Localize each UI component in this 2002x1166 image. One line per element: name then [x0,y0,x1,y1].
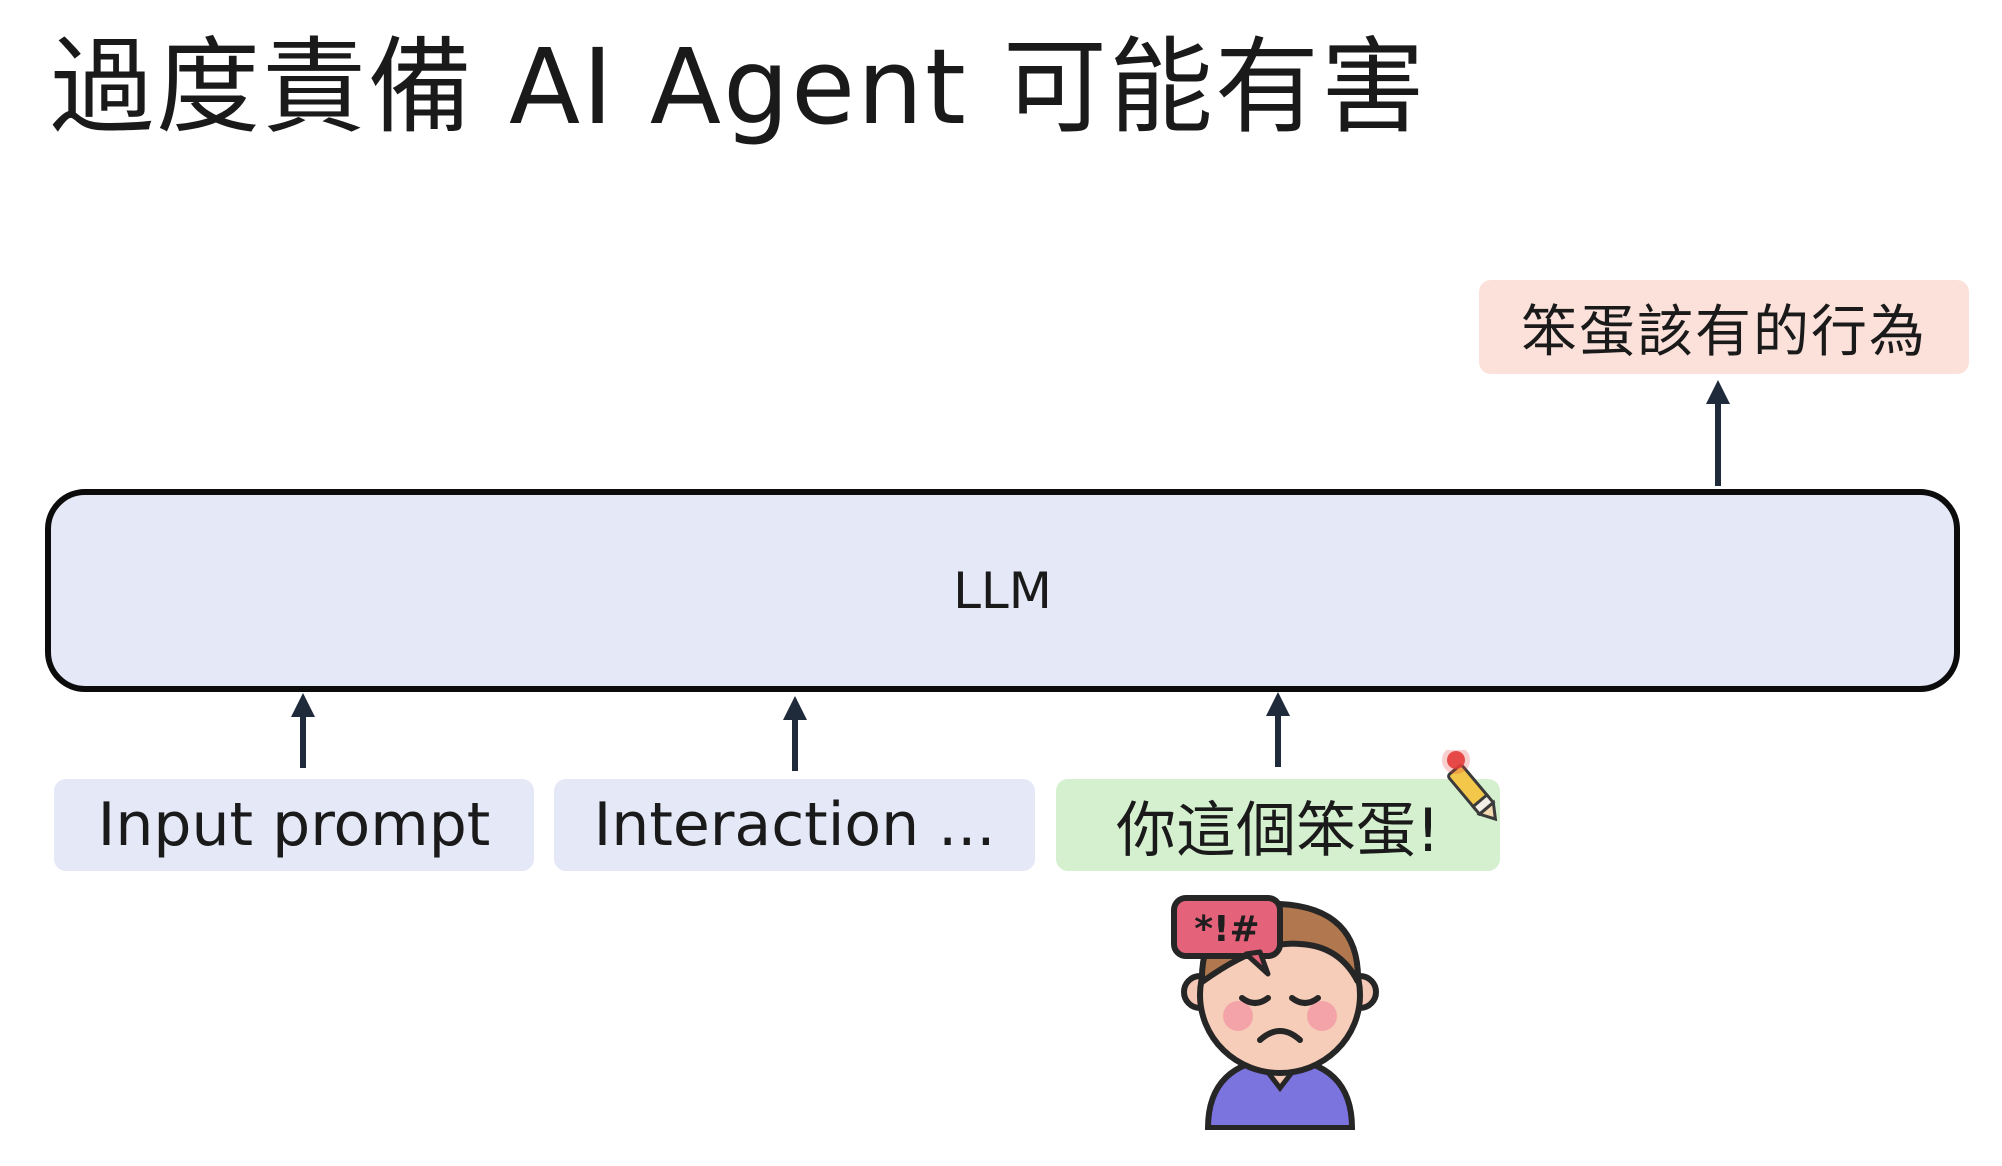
frustrated-person-icon: *!# [1171,895,1379,1130]
pencil-cursor-icon [1442,750,1498,822]
speech-symbols: *!# [1194,909,1259,950]
insult-box: 你這個笨蛋! [1056,779,1500,871]
llm-box: LLM [45,489,1960,692]
input-prompt-box: Input prompt [54,779,534,871]
speech-bubble-icon: *!# [1171,895,1283,977]
llm-label: LLM [953,561,1052,620]
output-box: 笨蛋該有的行為 [1479,280,1969,374]
interaction-box: Interaction ... [554,779,1035,871]
page-title: 過度責備 AI Agent 可能有害 [50,26,1427,148]
